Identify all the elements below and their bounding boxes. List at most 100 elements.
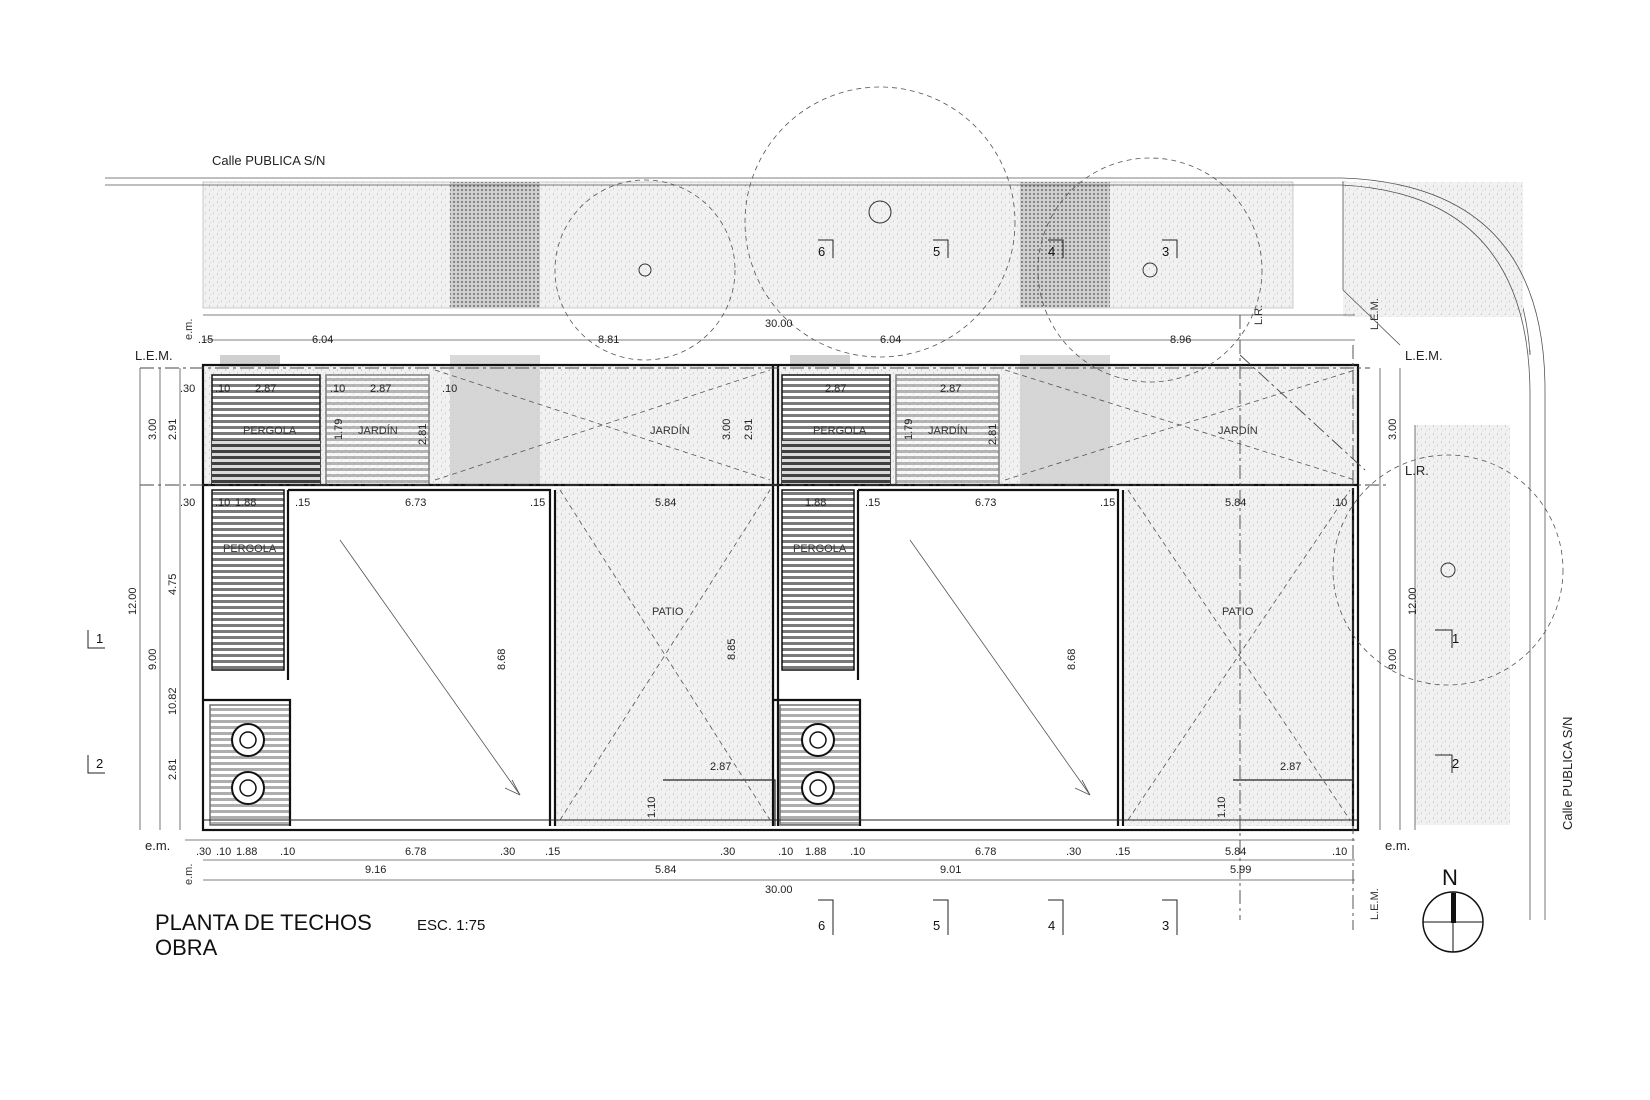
plan-subtitle: OBRA [155, 935, 218, 960]
dim-top-seg: .15 [198, 334, 213, 346]
street-label-right: Calle PUBLICA S/N [1560, 717, 1575, 830]
dim-inner: 8.85 [726, 639, 738, 660]
dim-inner: 2.87 [710, 761, 731, 773]
dim-row-top: 2.87 [940, 383, 961, 395]
dim-row-mid: 5.84 [1225, 497, 1246, 509]
dim-inner: 3.00 [721, 419, 733, 440]
section-marker-1-left: 1 [96, 631, 103, 646]
section-markers [87, 239, 1453, 935]
dim-row-mid: 6.73 [405, 497, 426, 509]
room-label-jardin-2a: JARDÍN [928, 424, 968, 437]
dim-inner: 2.87 [1280, 761, 1301, 773]
dim-bottom-detail: .10 [778, 846, 793, 858]
section-marker-4-bottom: 4 [1048, 918, 1055, 933]
dim-bottom-detail: .30 [196, 846, 211, 858]
dim-bottom-detail: .30 [720, 846, 735, 858]
dim-row-mid: .15 [1100, 497, 1115, 509]
dim-bottom-detail: 6.78 [975, 846, 996, 858]
dim-bottom-detail: .10 [216, 846, 231, 858]
lr-label-right: L.R. [1405, 463, 1429, 478]
pergola-1 [211, 374, 321, 671]
dim-row-mid: .10 [215, 497, 230, 509]
sidewalk [202, 181, 1531, 830]
dim-bottom-seg: 9.01 [940, 864, 961, 876]
street-label-top: Calle PUBLICA S/N [212, 153, 325, 168]
dim-bottom-detail: 1.88 [236, 846, 257, 858]
dim-row-mid: 1.88 [235, 497, 256, 509]
dim-left: 2.91 [167, 419, 179, 440]
dim-inner: 1.79 [333, 419, 345, 440]
water-tanks [209, 704, 861, 826]
reference-lines [140, 315, 1390, 930]
dimension-lines [139, 314, 1401, 881]
section-marker-6-top: 6 [818, 244, 825, 259]
section-marker-1-right: 1 [1452, 631, 1459, 646]
dim-bottom-detail: .10 [280, 846, 295, 858]
dim-bottom-detail: .10 [1332, 846, 1347, 858]
dim-left: 10.82 [167, 687, 179, 715]
dim-row-mid: .15 [295, 497, 310, 509]
dim-row-mid: 1.88 [805, 497, 826, 509]
room-label-pergola-2a: PERGOLA [813, 425, 867, 437]
em-label-left: e.m. [145, 838, 170, 853]
dim-row-top: .10 [215, 383, 230, 395]
dim-left: 12.00 [127, 587, 139, 615]
room-label-pergola-1a: PERGOLA [243, 425, 297, 437]
dim-left: 3.00 [147, 419, 159, 440]
em-label-top: e.m. [183, 319, 195, 340]
em-label-right: e.m. [1385, 838, 1410, 853]
section-marker-2-right: 2 [1452, 756, 1459, 771]
dim-inner: 8.68 [1066, 649, 1078, 670]
dim-inner: 2.81 [987, 424, 999, 445]
dim-row-mid: .10 [1332, 497, 1347, 509]
plan-title: PLANTA DE TECHOS [155, 910, 372, 935]
dim-row-mid: .15 [865, 497, 880, 509]
dim-inner: 1.10 [646, 797, 658, 818]
trees [554, 86, 1564, 686]
dim-top-seg: 6.04 [880, 334, 901, 346]
section-marker-6-bottom: 6 [818, 918, 825, 933]
em-label-bottom: e.m. [183, 864, 195, 885]
dim-bottom-seg: 9.16 [365, 864, 386, 876]
dim-row-mid: .30 [180, 497, 195, 509]
room-label-pergola-2b: PERGOLA [793, 543, 847, 555]
dim-row-top: .30 [180, 383, 195, 395]
lem-label-bottom: L.E.M. [1369, 888, 1381, 920]
dim-bottom-detail: .10 [850, 846, 865, 858]
north-label: N [1442, 865, 1458, 890]
roof-diagonals [434, 369, 1356, 821]
dim-bottom-detail: 1.88 [805, 846, 826, 858]
dim-row-mid: .15 [530, 497, 545, 509]
room-label-jardin-1a: JARDÍN [358, 424, 398, 437]
pergola-2 [781, 374, 891, 671]
dim-row-top: .10 [442, 383, 457, 395]
room-label-patio-1: PATIO [652, 606, 684, 618]
section-marker-3-bottom: 3 [1162, 918, 1169, 933]
dim-row-mid: 6.73 [975, 497, 996, 509]
dim-bottom-detail: .15 [545, 846, 560, 858]
dim-row-top: 2.87 [370, 383, 391, 395]
dim-bottom-seg: 5.99 [1230, 864, 1251, 876]
dim-top-seg: 8.81 [598, 334, 619, 346]
lem-label-top: L.E.M. [1369, 298, 1381, 330]
dim-bottom-detail: .15 [1115, 846, 1130, 858]
dim-row-mid: 5.84 [655, 497, 676, 509]
dim-left: 4.75 [167, 574, 179, 595]
section-marker-5-bottom: 5 [933, 918, 940, 933]
section-marker-5-top: 5 [933, 244, 940, 259]
section-marker-3-top: 3 [1162, 244, 1169, 259]
dim-top-seg: 6.04 [312, 334, 333, 346]
dim-left: 2.81 [167, 759, 179, 780]
lem-label-right: L.E.M. [1405, 348, 1443, 363]
room-label-jardin-2b: JARDÍN [1218, 424, 1258, 437]
dim-inner: 1.79 [903, 419, 915, 440]
dim-top-total: 30.00 [765, 318, 793, 330]
dim-row-top: 2.87 [255, 383, 276, 395]
slope-arrows [339, 539, 1091, 796]
section-marker-2-left: 2 [96, 756, 103, 771]
room-label-jardin-1b: JARDÍN [650, 424, 690, 437]
dim-inner: 9.00 [1387, 649, 1399, 670]
room-label-patio-2: PATIO [1222, 606, 1254, 618]
street-edges [105, 177, 1546, 920]
